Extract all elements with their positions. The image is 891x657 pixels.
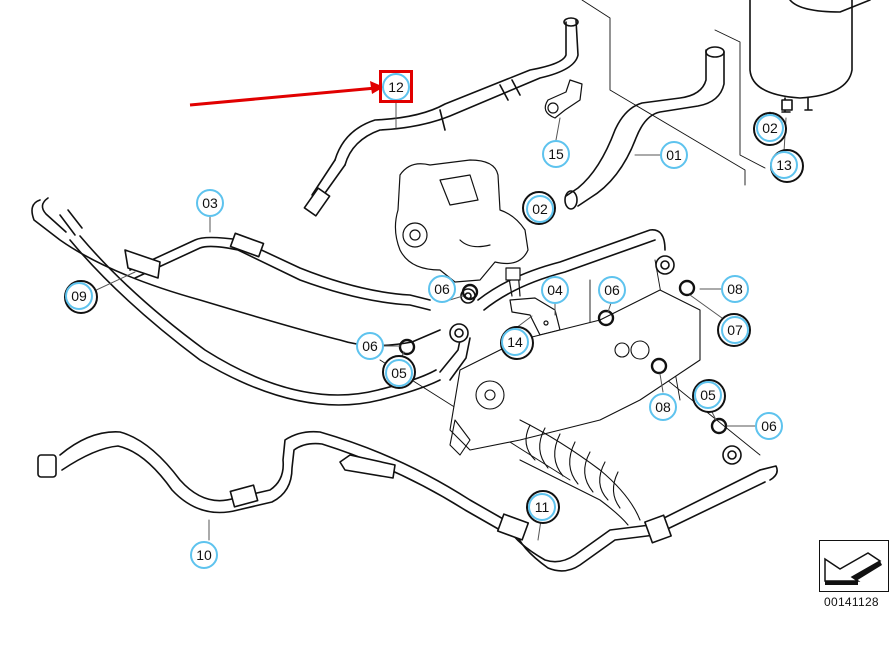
hose-01-drawing — [564, 46, 725, 210]
rack-return-line-drawing — [496, 445, 778, 572]
callout-08-lower[interactable]: 08 — [649, 393, 677, 421]
callout-02-reservoir[interactable]: 02 — [756, 114, 784, 142]
callout-05-right[interactable]: 05 — [694, 381, 722, 409]
callout-15[interactable]: 15 — [542, 140, 570, 168]
callout-10[interactable]: 10 — [190, 541, 218, 569]
callout-02-hose[interactable]: 02 — [526, 195, 554, 223]
line-03-drawing — [31, 197, 441, 347]
callout-06-rack[interactable]: 06 — [598, 276, 626, 304]
callout-03[interactable]: 03 — [196, 189, 224, 217]
callout-06-pump[interactable]: 06 — [428, 275, 456, 303]
reservoir-drawing — [749, 0, 871, 113]
highlight-box-12 — [379, 70, 413, 103]
bracket-04-drawing — [505, 267, 561, 336]
callout-11[interactable]: 11 — [528, 493, 556, 521]
hose-12-drawing — [303, 17, 579, 217]
holder-15-drawing — [544, 79, 583, 119]
pump-drawing — [394, 159, 529, 283]
callout-06-right[interactable]: 06 — [755, 412, 783, 440]
annotation-arrow — [189, 81, 384, 107]
callout-13[interactable]: 13 — [770, 151, 798, 179]
seal-rings — [398, 279, 728, 435]
boot-bellows — [525, 424, 621, 509]
callout-09[interactable]: 09 — [65, 282, 93, 310]
line-10-drawing — [37, 430, 506, 531]
callout-06-left[interactable]: 06 — [356, 332, 384, 360]
callout-leaders — [91, 99, 787, 541]
callout-07[interactable]: 07 — [721, 316, 749, 344]
callout-01[interactable]: 01 — [660, 141, 688, 169]
callout-14[interactable]: 14 — [501, 328, 529, 356]
arrow-down-left-icon — [824, 552, 882, 585]
rack-feed-line-drawing — [460, 229, 675, 311]
callout-08-upper[interactable]: 08 — [721, 275, 749, 303]
callout-05-left[interactable]: 05 — [385, 359, 413, 387]
callout-04[interactable]: 04 — [541, 276, 569, 304]
navigation-arrow-box[interactable] — [819, 540, 889, 592]
diagram-reference-code: 00141128 — [824, 595, 879, 609]
